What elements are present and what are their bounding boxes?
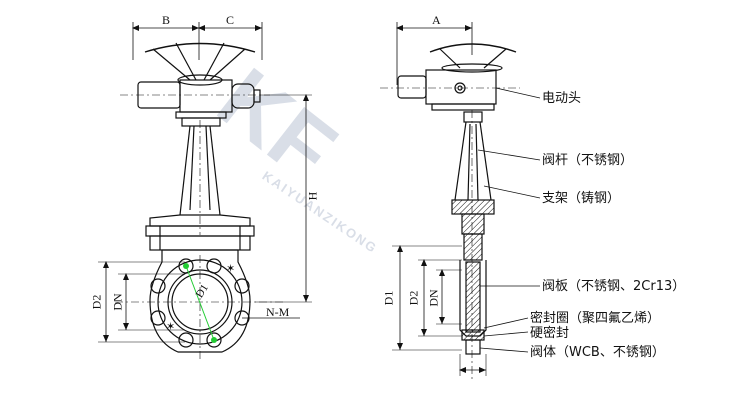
front-view: ✶ ✶	[98, 22, 312, 360]
svg-text:✶: ✶	[166, 320, 175, 333]
callout-bracket: 支架（铸钢）	[542, 191, 621, 206]
callout-hard-seal: 硬密封	[530, 326, 570, 341]
side-dim-dn-label: DN	[426, 289, 441, 307]
callout-gate: 阀板（不锈钢、2Cr13）	[542, 279, 686, 294]
callout-stem: 阀杆（不锈钢）	[542, 153, 634, 168]
callout-actuator: 电动头	[542, 91, 582, 106]
dim-dn-label: DN	[110, 293, 125, 311]
callout-body: 阀体（WCB、不锈钢）	[530, 345, 665, 360]
dim-b-label: B	[162, 13, 171, 27]
side-dim-d1-label: D1	[381, 290, 396, 306]
dim-h-label: H	[305, 191, 320, 201]
dim-a-label: A	[432, 13, 441, 27]
svg-text:✶: ✶	[226, 262, 235, 275]
dim-nm-label: N-M	[266, 305, 290, 319]
side-dim-d2-label: D2	[406, 290, 421, 306]
dim-d2-label: D2	[89, 294, 104, 310]
callout-seal-ring: 密封圈（聚四氟乙烯）	[530, 311, 661, 326]
dim-c-label: C	[226, 13, 235, 27]
side-view	[380, 22, 541, 380]
